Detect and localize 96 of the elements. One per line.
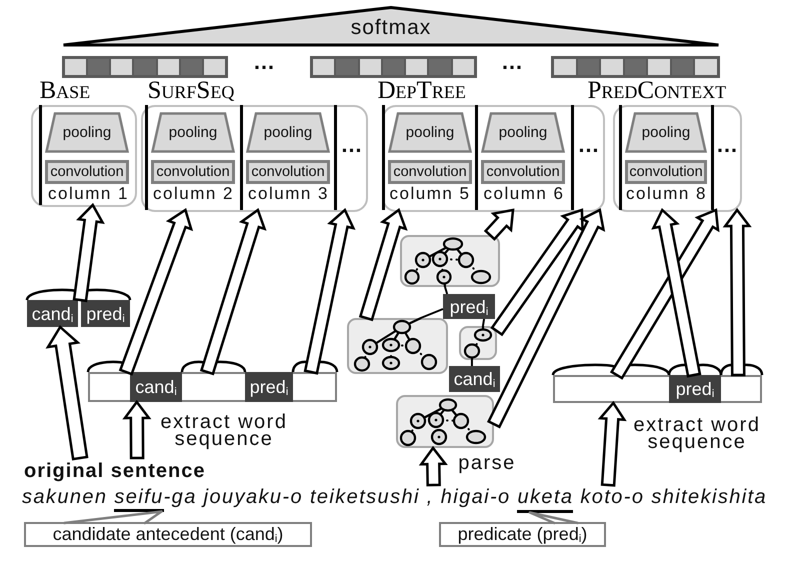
hollow-arrow	[598, 400, 627, 487]
group-heading: Base	[40, 78, 90, 102]
hollow-arrow	[358, 208, 408, 322]
pooling-layer	[481, 112, 565, 153]
feature-vector	[62, 56, 228, 78]
callout-pointer	[528, 511, 579, 524]
column-label: column 5	[390, 185, 470, 202]
column-label: column 6	[484, 185, 564, 202]
ellipsis: …	[716, 134, 738, 156]
tree-panel	[396, 395, 494, 448]
hollow-arrow	[486, 208, 606, 428]
link-line	[420, 308, 444, 319]
sentence-text: sakunen seifu-ga jouyaku-o teiketsushi , higai-o uketa koto-o shitekishita	[22, 487, 768, 507]
link-line	[482, 318, 486, 326]
hollow-arrow	[418, 446, 448, 486]
tag-text: pred$_{i}$	[250, 378, 288, 396]
column-label: column 8	[626, 185, 707, 202]
layer-label: pooling	[498, 125, 548, 140]
convolution-layer	[151, 160, 235, 184]
callout-box	[439, 522, 606, 547]
word-segment	[721, 375, 762, 403]
group-heading: SurfSeq	[148, 78, 234, 102]
tag-text: cand$_{i}$	[135, 378, 177, 396]
word-tag	[443, 294, 495, 319]
column-label: column 3	[248, 185, 329, 202]
layer-label: convolution	[629, 164, 703, 179]
group-heading: DepTree	[378, 78, 466, 102]
hollow-arrow	[122, 400, 152, 460]
ellipsis: …	[340, 134, 362, 156]
column-label: column 1	[48, 185, 129, 202]
pooling-layer	[45, 112, 129, 153]
layer-label: convolution	[486, 164, 560, 179]
pooling-layer	[388, 112, 472, 153]
hollow-arrow	[722, 208, 752, 376]
convolution-layer	[625, 160, 707, 184]
layer-label: softmax	[350, 17, 432, 38]
tag-text: pred$_{i}$	[86, 304, 125, 322]
ellipsis: …	[501, 51, 523, 73]
feature-vector	[310, 56, 477, 78]
tag-text: cand$_{i}$	[454, 370, 496, 388]
hollow-arrow	[72, 202, 105, 302]
word-segment	[293, 372, 337, 402]
word-tag	[81, 300, 130, 327]
tag-text: pred$_{i}$	[676, 380, 714, 398]
ellipsis: …	[253, 51, 275, 73]
tag-text: pred$_{i}$	[450, 298, 488, 316]
callout-text: predicate (pred$_{i}$)	[458, 525, 588, 543]
callout-pointer	[63, 510, 163, 524]
word-tag	[130, 372, 182, 402]
layer-label: convolution	[251, 164, 325, 179]
word-segment	[553, 375, 669, 403]
underline-mark	[114, 509, 164, 512]
tree-panel	[347, 318, 448, 374]
softmax-layer	[62, 6, 720, 47]
pooling-layer	[246, 112, 330, 153]
layer-label: convolution	[393, 164, 467, 179]
layer-label: pooling	[642, 125, 690, 140]
layer-label: convolution	[156, 164, 230, 179]
callout-text: candidate antecedent (cand$_{i}$)	[52, 525, 284, 543]
tree-panel	[400, 235, 500, 287]
group-heading: PredContext	[588, 78, 726, 102]
hollow-arrow	[118, 208, 194, 376]
word-tag	[669, 375, 721, 403]
hollow-arrow	[200, 208, 267, 376]
link-line	[470, 360, 473, 366]
column-label: column 2	[153, 185, 234, 202]
word-tag	[245, 372, 293, 402]
layer-label: convolution	[50, 164, 124, 179]
network-column	[382, 105, 475, 210]
hollow-arrow	[490, 208, 584, 336]
hollow-arrow	[46, 325, 88, 460]
sentence-heading: original sentence	[24, 458, 220, 482]
feature-vector	[551, 56, 720, 78]
hollow-arrow	[304, 208, 356, 375]
layer-label: pooling	[62, 125, 112, 140]
word-tag	[449, 366, 500, 392]
pooling-layer	[151, 112, 235, 153]
layer-label: pooling	[406, 125, 454, 140]
convolution-layer	[388, 160, 472, 184]
convolution-layer	[45, 160, 129, 184]
layer-label: pooling	[168, 125, 218, 140]
callout-box	[24, 522, 312, 547]
pooling-layer	[625, 112, 707, 153]
convolution-layer	[246, 160, 330, 184]
convolution-layer	[481, 160, 565, 184]
underline-mark	[517, 510, 573, 512]
hollow-arrow	[484, 208, 514, 241]
ellipsis: …	[578, 134, 600, 156]
word-tag	[27, 300, 78, 327]
word-segment	[182, 372, 245, 402]
hollow-arrow	[651, 208, 702, 378]
tree-panel	[459, 326, 497, 360]
tag-text: cand$_{i}$	[32, 304, 74, 322]
layer-label: pooling	[264, 125, 312, 140]
link-line	[444, 286, 448, 294]
word-segment	[88, 372, 130, 402]
